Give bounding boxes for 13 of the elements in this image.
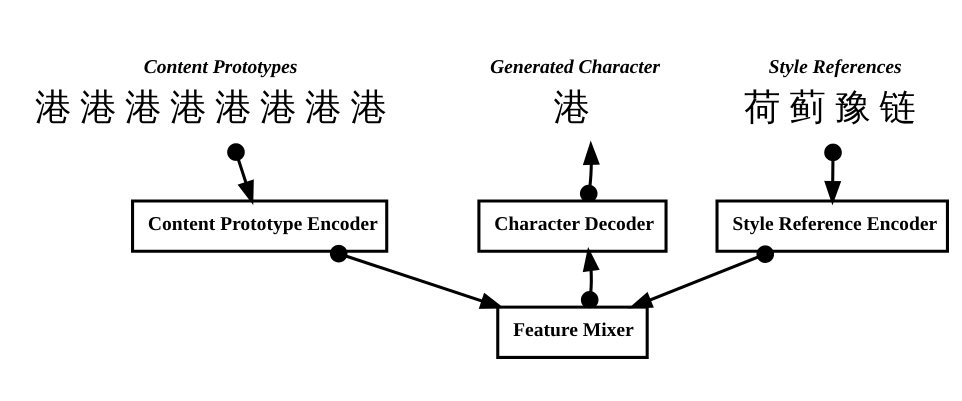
node-text: Style References 荷 蓟 豫 链 [744, 56, 916, 128]
node-text: Content Prototypes 港 港 港 港 港 港 港 港 [34, 56, 386, 128]
arrow [330, 244, 505, 308]
node-box: Character Decoder [477, 198, 668, 252]
arrow [628, 244, 774, 308]
arrow [824, 143, 842, 205]
node-box: Feature Mixer [496, 305, 649, 358]
arrow [227, 142, 254, 205]
node-box: Content Prototype Encoder [131, 198, 388, 252]
arrow [580, 246, 600, 308]
arrow [580, 140, 600, 202]
node-text: Generated Character 港 [490, 56, 660, 128]
node-box: Style Reference Encoder [715, 198, 949, 252]
